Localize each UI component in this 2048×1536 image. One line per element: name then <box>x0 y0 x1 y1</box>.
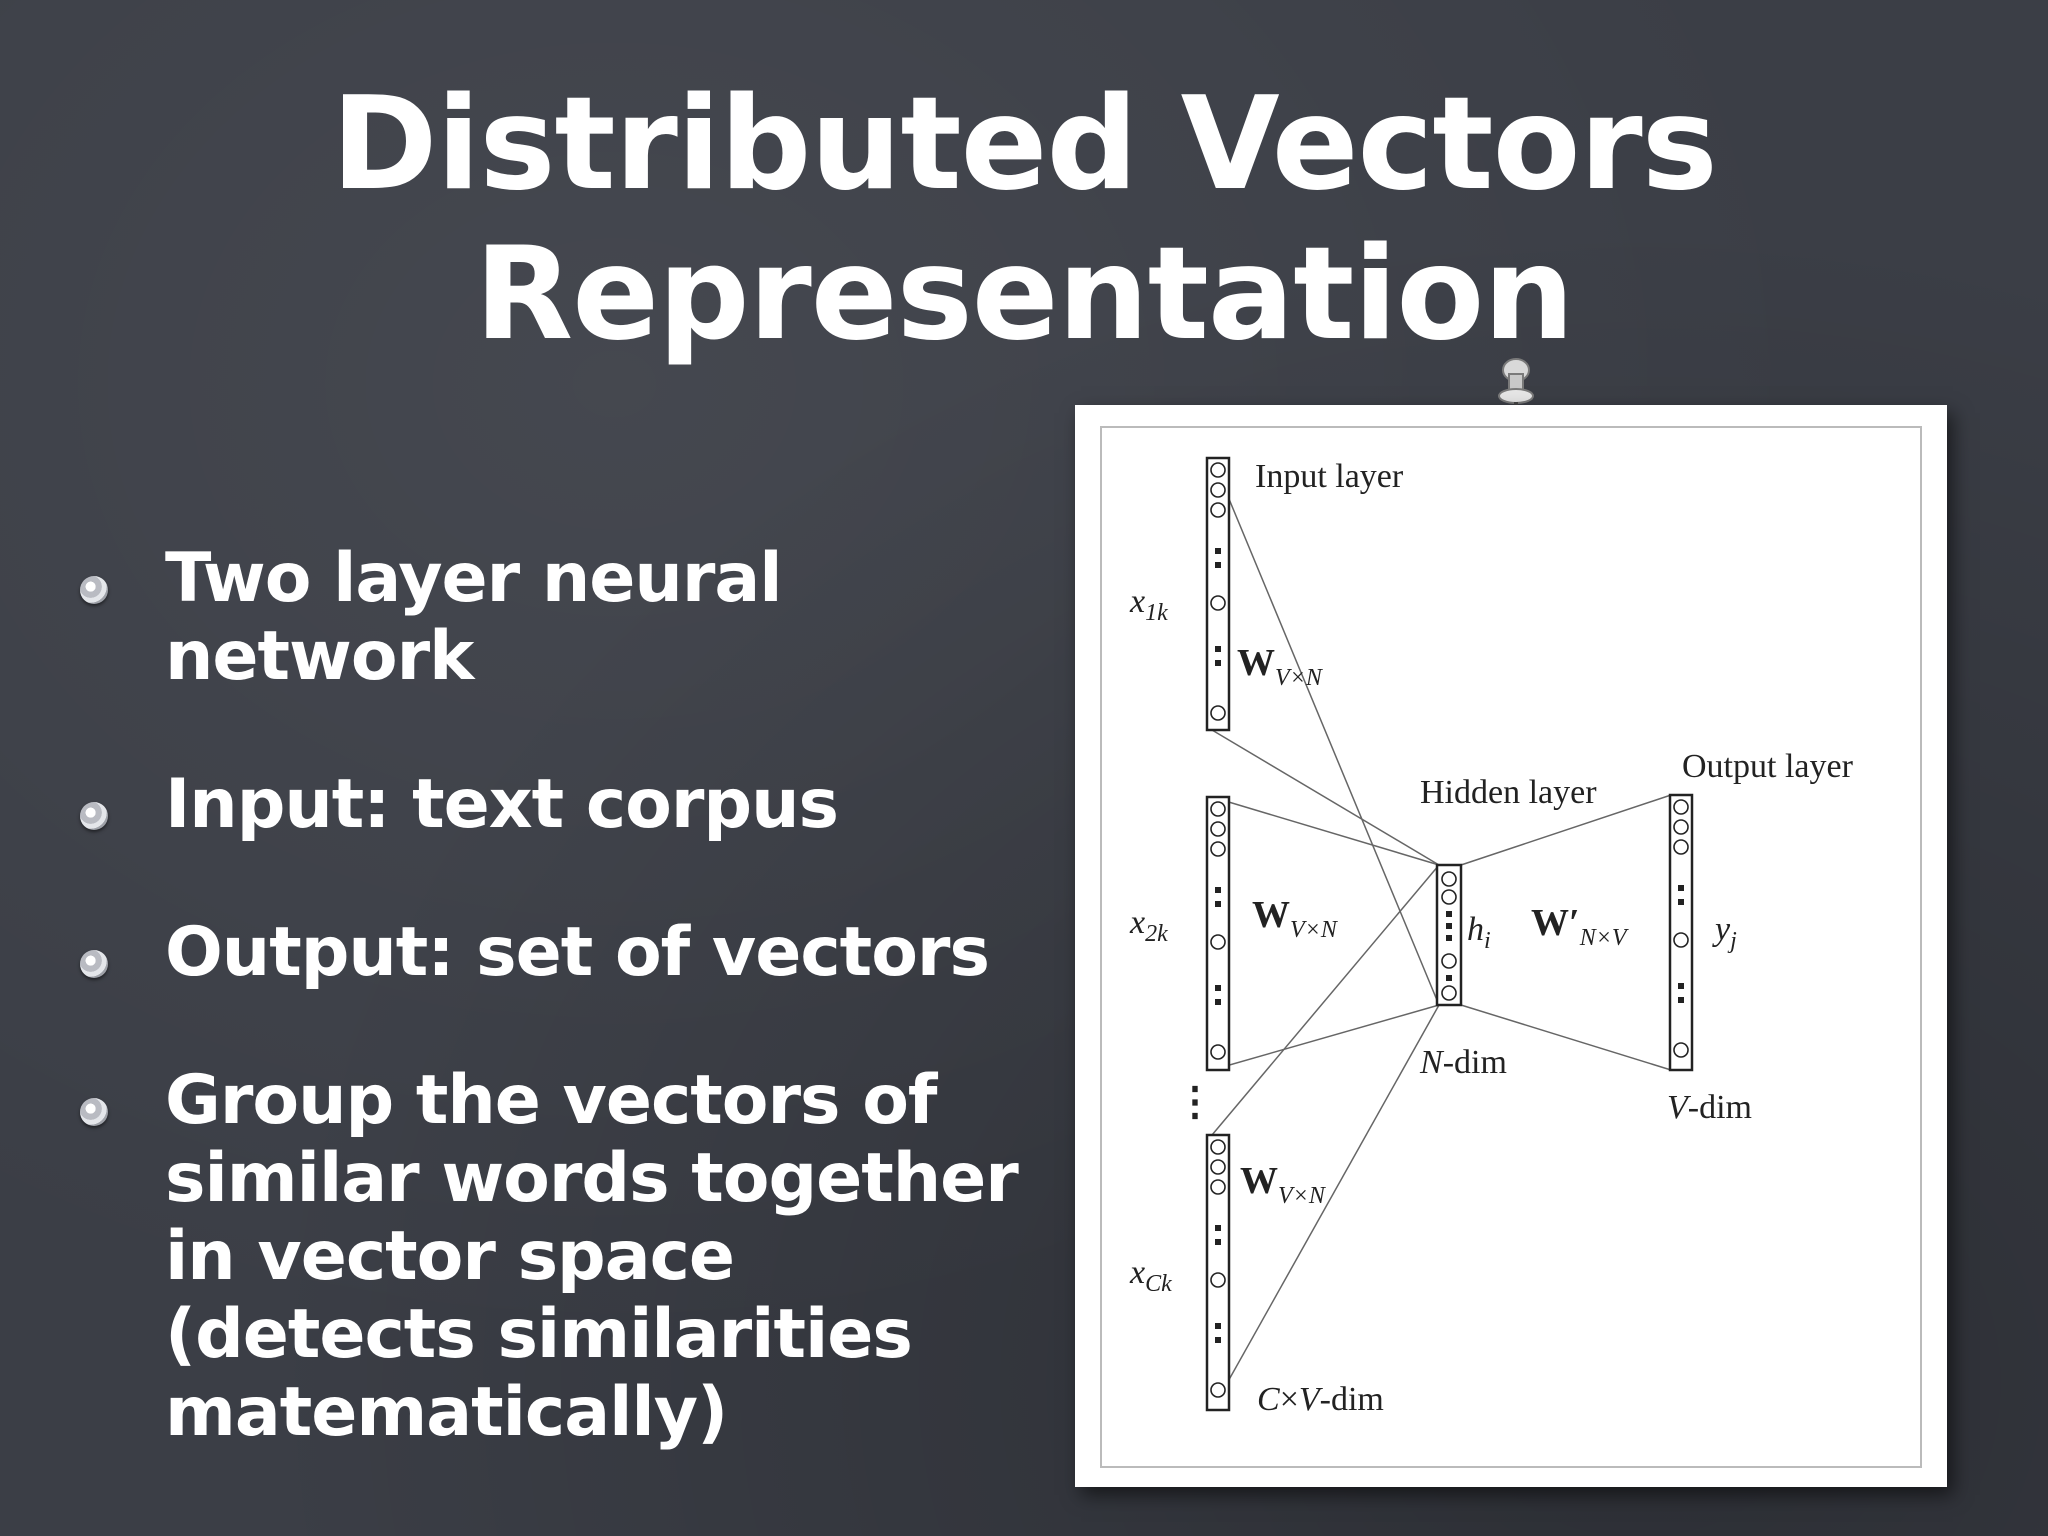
w2-label: WV×N <box>1252 894 1339 943</box>
vertical-ellipsis: ⋮ <box>1175 1079 1215 1124</box>
network-diagram-card: Input layer Hidden layer Output layer x1… <box>1075 405 1947 1487</box>
neuron <box>1210 801 1226 817</box>
ellipsis-dot <box>1678 899 1684 905</box>
ellipsis-dot <box>1215 1239 1221 1245</box>
w3-label: WV×N <box>1240 1160 1327 1209</box>
ellipsis-dot <box>1215 562 1221 568</box>
w1-label: WV×N <box>1237 642 1324 691</box>
h-label: hi <box>1467 911 1491 954</box>
neuron <box>1210 1139 1226 1155</box>
ellipsis-dot <box>1215 985 1221 991</box>
x2k-label: x2k <box>1129 904 1168 947</box>
neuron <box>1210 1179 1226 1195</box>
neuron <box>1673 932 1689 948</box>
ellipsis-dot <box>1215 887 1221 893</box>
ellipsis-dot <box>1215 1337 1221 1343</box>
bullet-text: Input: text corpus <box>165 765 839 844</box>
input-vector-1 <box>1205 456 1231 732</box>
title-line-2: Representation <box>474 220 1575 369</box>
y-label: yj <box>1712 911 1737 954</box>
neuron <box>1210 934 1226 950</box>
network-diagram: Input layer Hidden layer Output layer x1… <box>1100 426 1922 1468</box>
bullet-item: Two layer neural network <box>80 540 1020 696</box>
neurons <box>1210 462 1689 1398</box>
neuron <box>1210 1382 1226 1398</box>
ellipsis-dot <box>1215 660 1221 666</box>
x1k-label: x1k <box>1129 583 1168 626</box>
bullet-text: Output: set of vectors <box>165 913 990 992</box>
hidden-layer-label: Hidden layer <box>1420 774 1597 811</box>
bullet-icon <box>80 1098 108 1126</box>
bullet-icon <box>80 576 108 604</box>
neuron <box>1210 1044 1226 1060</box>
ellipsis-dot <box>1446 911 1452 917</box>
n-dim-label: N-dim <box>1419 1044 1507 1081</box>
neuron <box>1210 1159 1226 1175</box>
neuron <box>1210 462 1226 478</box>
ellipsis-dot <box>1215 548 1221 554</box>
ellipsis-dot <box>1215 1323 1221 1329</box>
ellipsis-dot <box>1215 1225 1221 1231</box>
neuron <box>1210 502 1226 518</box>
neuron <box>1441 889 1457 905</box>
title-line-1: Distributed Vectors <box>331 70 1718 219</box>
bullet-item: Group the vectors of similar words toget… <box>80 1062 1020 1452</box>
slide-title: Distributed Vectors Representation <box>0 70 2048 370</box>
bullet-icon <box>80 950 108 978</box>
ellipsis-dot <box>1446 923 1452 929</box>
push-pin-icon <box>1498 358 1534 416</box>
ellipsis-dot <box>1446 935 1452 941</box>
neuron <box>1673 1042 1689 1058</box>
ellipsis-dot <box>1678 885 1684 891</box>
ellipsis-dot <box>1215 901 1221 907</box>
diagram-frame <box>1100 426 1922 1468</box>
bullet-text: Group the vectors of similar words toget… <box>165 1061 1019 1452</box>
v-dim-label: V-dim <box>1667 1089 1752 1126</box>
ellipsis-dot <box>1678 997 1684 1003</box>
neuron <box>1673 819 1689 835</box>
layer-boxes <box>1205 456 1694 1412</box>
neuron <box>1441 985 1457 1001</box>
neuron <box>1210 705 1226 721</box>
neuron <box>1441 871 1457 887</box>
neuron <box>1673 839 1689 855</box>
bullet-list: Two layer neural network Input: text cor… <box>80 540 1020 1522</box>
neuron <box>1441 953 1457 969</box>
connection-lines <box>1211 457 1672 1411</box>
output-layer-label: Output layer <box>1682 748 1854 785</box>
ellipsis-dot <box>1446 975 1452 981</box>
bullet-item: Input: text corpus <box>80 766 1020 844</box>
cv-dim-label: C×V-dim <box>1257 1381 1384 1418</box>
ellipsis-dot <box>1678 983 1684 989</box>
neuron <box>1210 482 1226 498</box>
neuron <box>1210 841 1226 857</box>
neuron <box>1210 595 1226 611</box>
input-vector-2 <box>1205 795 1231 1072</box>
neuron <box>1210 821 1226 837</box>
neuron <box>1210 1272 1226 1288</box>
bullet-icon <box>80 802 108 830</box>
bullet-item: Output: set of vectors <box>80 914 1020 992</box>
xck-label: xCk <box>1129 1254 1172 1297</box>
ellipsis-dot <box>1215 646 1221 652</box>
input-layer-label: Input layer <box>1255 458 1404 495</box>
w-out-label: W′N×V <box>1531 902 1629 951</box>
ellipsis-dot <box>1215 999 1221 1005</box>
neuron <box>1673 799 1689 815</box>
bullet-text: Two layer neural network <box>165 539 783 696</box>
